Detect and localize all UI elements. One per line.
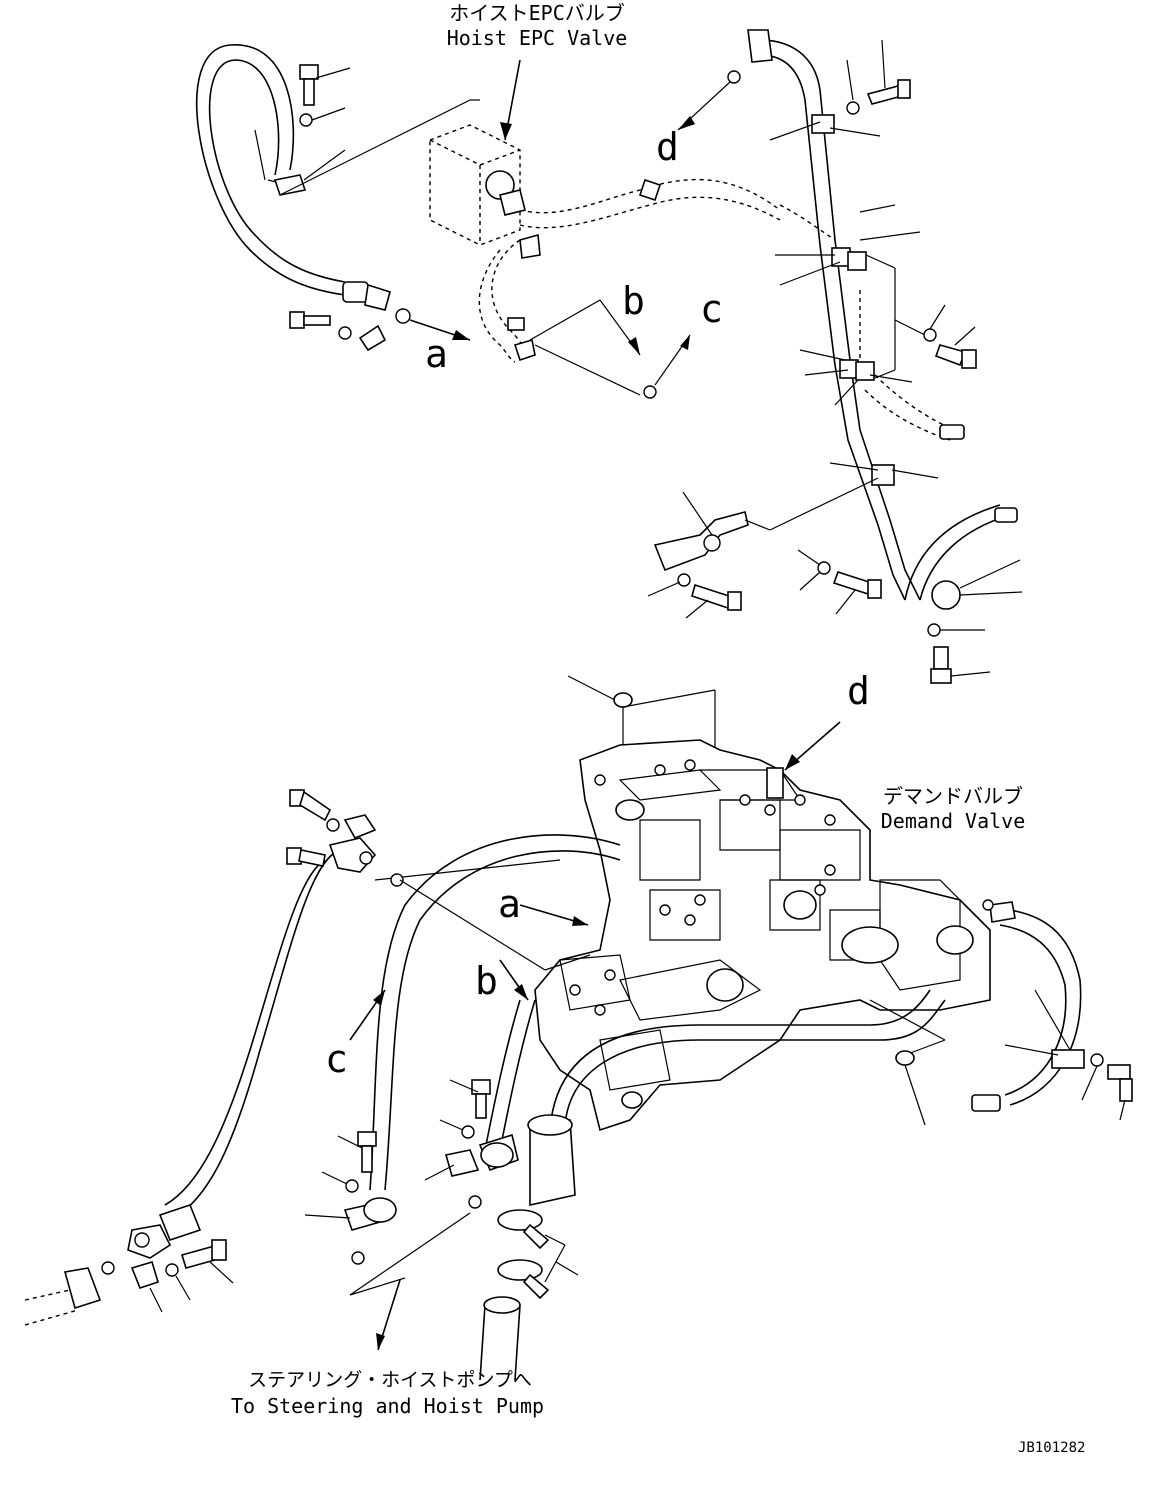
hoist-epc-valve-label-jp: ホイストEPCバルブ [449, 1, 625, 25]
hoist-epc-valve-label-en: Hoist EPC Valve [446, 26, 628, 50]
callout-c-mid: c [325, 1037, 348, 1081]
demand-valve-label-en: Demand Valve [880, 809, 1026, 833]
callout-c-top: c [700, 287, 723, 331]
drawing-code: JB101282 [1018, 1440, 1086, 1456]
pump-label-jp: ステアリング・ホイストポンプへ [248, 1369, 532, 1391]
callout-b-top: b [622, 279, 645, 323]
callout-a-mid: a [498, 882, 521, 926]
demand-valve-assembly [24, 675, 1133, 1381]
demand-valve-label-jp: デマンドバルブ [883, 784, 1023, 808]
callout-a-top: a [425, 332, 448, 376]
callout-d-top: d [656, 125, 679, 169]
pump-label-en: To Steering and Hoist Pump [230, 1394, 545, 1418]
right-vertical-hose-assembly [647, 29, 1023, 684]
hoist-epc-valve-assembly [195, 44, 781, 399]
callout-d-mid: d [847, 669, 870, 713]
callout-b-mid: b [475, 959, 498, 1003]
